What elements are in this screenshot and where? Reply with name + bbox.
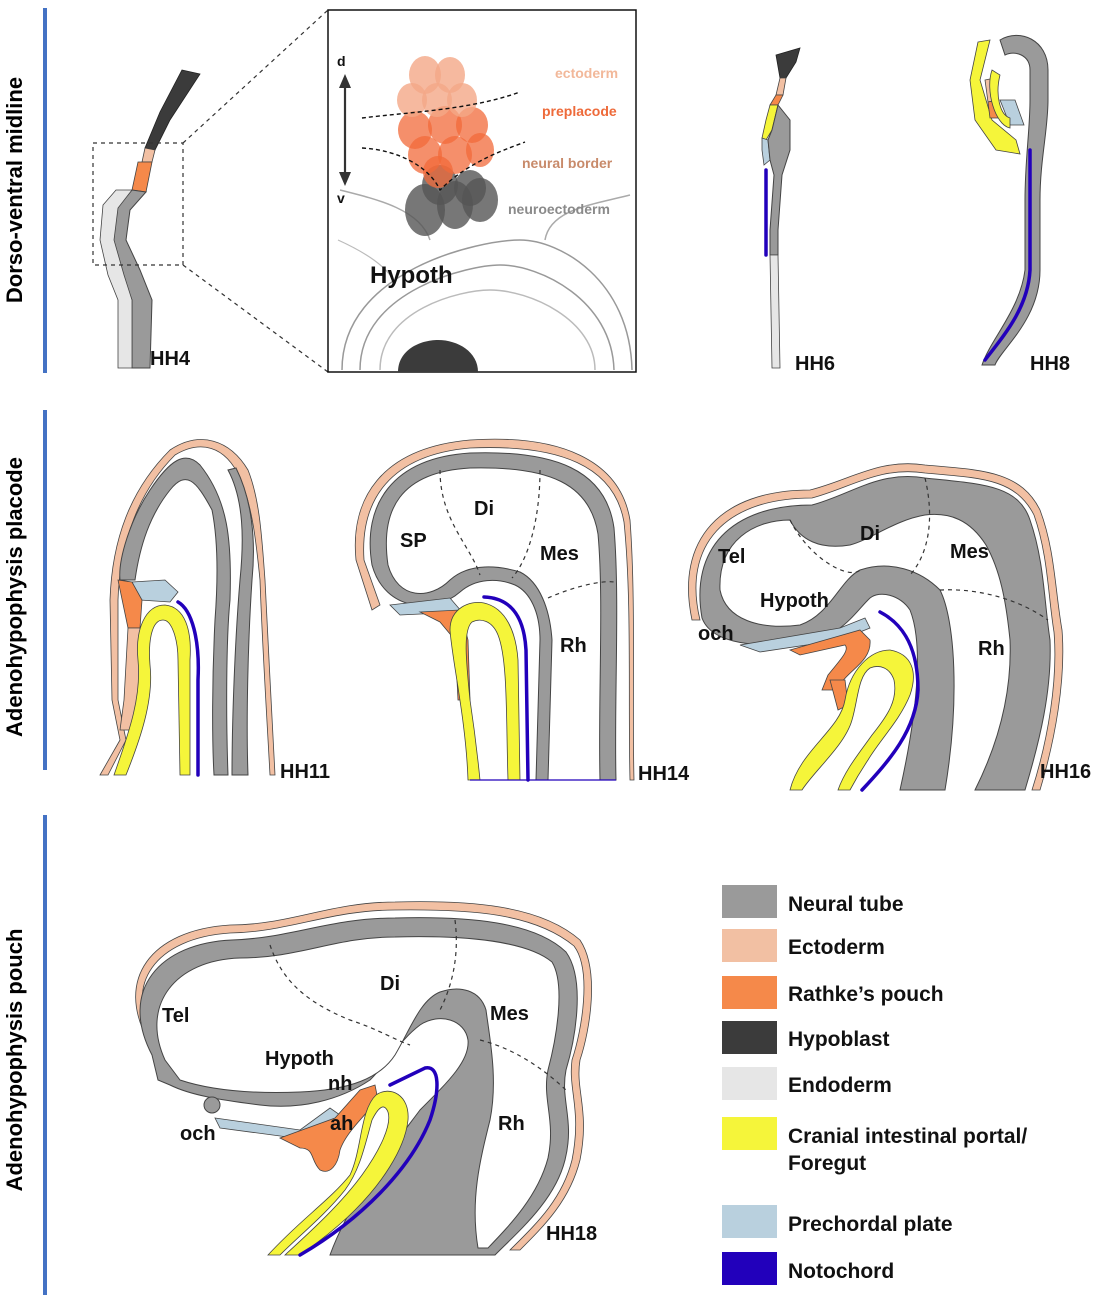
hh4-zoom-line-bottom (182, 264, 329, 373)
hh11-stage-label: HH11 (280, 761, 330, 783)
legend-swatch-foregut (722, 1117, 777, 1150)
hh14-neural-tube (369, 452, 618, 781)
hh4-zoom-box (92, 142, 184, 266)
legend-swatch-neural-tube (722, 885, 777, 918)
row-title-dorso-ventral: Dorso-ventral midline (2, 77, 27, 303)
legend-label-endoderm: Endoderm (788, 1074, 892, 1097)
hh4-hypoblast (144, 69, 201, 151)
inset-v-label: v (337, 190, 345, 206)
legend: Neural tube Ectoderm Rathke’s pouch Hypo… (722, 885, 1027, 1285)
hh18-mes-label: Mes (490, 1003, 529, 1025)
hh8-foregut (969, 39, 1021, 155)
legend-label-rathkes-pouch: Rathke’s pouch (788, 983, 944, 1006)
hh4-diagram: HH4 (92, 9, 329, 373)
hh16-och-label: och (698, 623, 734, 645)
hh18-och-label: och (180, 1123, 216, 1145)
hh18-nh-label: nh (328, 1073, 352, 1095)
inset-panel: d v ectoderm preplacode neural border ne… (327, 9, 637, 373)
legend-swatch-endoderm (722, 1067, 777, 1100)
legend-label-neural-tube: Neural tube (788, 893, 904, 916)
hh11-diagram: HH11 (99, 439, 330, 783)
inset-ectoderm-label: ectoderm (555, 65, 618, 81)
hh8-stage-label: HH8 (1030, 353, 1070, 375)
legend-label-ectoderm: Ectoderm (788, 936, 885, 959)
hh18-ectoderm (135, 901, 592, 1251)
row-bar-2 (43, 410, 47, 770)
hh16-di-label: Di (860, 523, 880, 545)
hh8-diagram: HH8 (969, 35, 1070, 375)
legend-swatch-rathkes-pouch (722, 976, 777, 1009)
inset-preplacode-label: preplacode (542, 103, 617, 119)
inset-d-label: d (337, 53, 346, 69)
hh14-diagram: SP Di Mes Rh HH14 (354, 438, 690, 785)
legend-label-foregut-line2: Foregut (788, 1152, 866, 1175)
legend-swatch-notochord (722, 1252, 777, 1285)
hh8-notochord (983, 148, 1032, 362)
hh16-hypoth-label: Hypoth (760, 590, 829, 612)
hh16-mes-label: Mes (950, 541, 989, 563)
inset-preplacode-cells (398, 106, 494, 188)
hh11-neural-tube-inner (227, 467, 254, 776)
inset-ectoderm-cells (397, 56, 477, 117)
hh14-mes-label: Mes (540, 543, 579, 565)
hh8-neural-tube (981, 35, 1049, 366)
hh14-di-label: Di (474, 498, 494, 520)
hh18-tel-label: Tel (162, 1005, 189, 1027)
inset-neuroectoderm-label: neuroectoderm (508, 201, 610, 217)
hh14-notochord (482, 595, 530, 782)
hh16-ectoderm (688, 463, 1064, 791)
hh16-rh-label: Rh (978, 638, 1005, 660)
hh14-sp-label: SP (400, 530, 427, 552)
hh18-diagram: Tel Di Mes Hypoth nh ah och Rh HH18 (135, 901, 597, 1257)
hh14-stage-label: HH14 (638, 763, 690, 785)
legend-label-notochord: Notochord (788, 1260, 894, 1283)
row-bar-3 (43, 815, 47, 1295)
hh14-foregut (449, 601, 521, 781)
hh16-tel-label: Tel (718, 546, 745, 568)
row-title-placode: Adenohypophysis placode (2, 457, 27, 737)
row-bar-1 (43, 8, 47, 373)
legend-swatch-ectoderm (722, 929, 777, 962)
hh4-preplacode (131, 161, 153, 193)
hh18-ah-label: ah (330, 1113, 353, 1135)
hh4-endoderm (99, 189, 133, 369)
hh6-hypoblast (775, 47, 801, 79)
hh18-stage-label: HH18 (546, 1223, 597, 1245)
hh11-ectoderm-outer (99, 439, 276, 776)
hh16-notochord (860, 610, 920, 792)
hh14-rh-label: Rh (560, 635, 587, 657)
hh14-ectoderm (354, 438, 635, 781)
inset-neuroectoderm-cells (405, 165, 498, 236)
inset-hypoth-label: Hypoth (370, 262, 453, 289)
hh18-notochord (298, 1066, 439, 1257)
inset-neural-border-label: neural border (522, 155, 613, 171)
row-title-pouch: Adenohypophysis pouch (2, 929, 27, 1192)
hh4-zoom-line-top (182, 9, 329, 144)
hh4-ectoderm (141, 147, 156, 163)
hh16-diagram: Tel Di Mes Hypoth och Rh HH16 (688, 463, 1091, 792)
hh11-foregut (113, 604, 191, 776)
hh18-hypoth-label: Hypoth (265, 1048, 334, 1070)
hh18-rh-label: Rh (498, 1113, 525, 1135)
legend-swatch-hypoblast (722, 1021, 777, 1054)
legend-swatch-prechordal-plate (722, 1205, 777, 1238)
hh18-di-label: Di (380, 973, 400, 995)
hh16-foregut (789, 649, 914, 791)
legend-label-hypoblast: Hypoblast (788, 1028, 890, 1051)
hh11-notochord (176, 600, 201, 777)
hh4-stage-label: HH4 (150, 348, 191, 370)
hh6-diagram: HH6 (761, 47, 835, 375)
hh16-stage-label: HH16 (1040, 761, 1091, 783)
hh6-stage-label: HH6 (795, 353, 835, 375)
legend-label-prechordal-plate: Prechordal plate (788, 1213, 953, 1236)
legend-label-foregut: Cranial intestinal portal/ (788, 1125, 1027, 1148)
